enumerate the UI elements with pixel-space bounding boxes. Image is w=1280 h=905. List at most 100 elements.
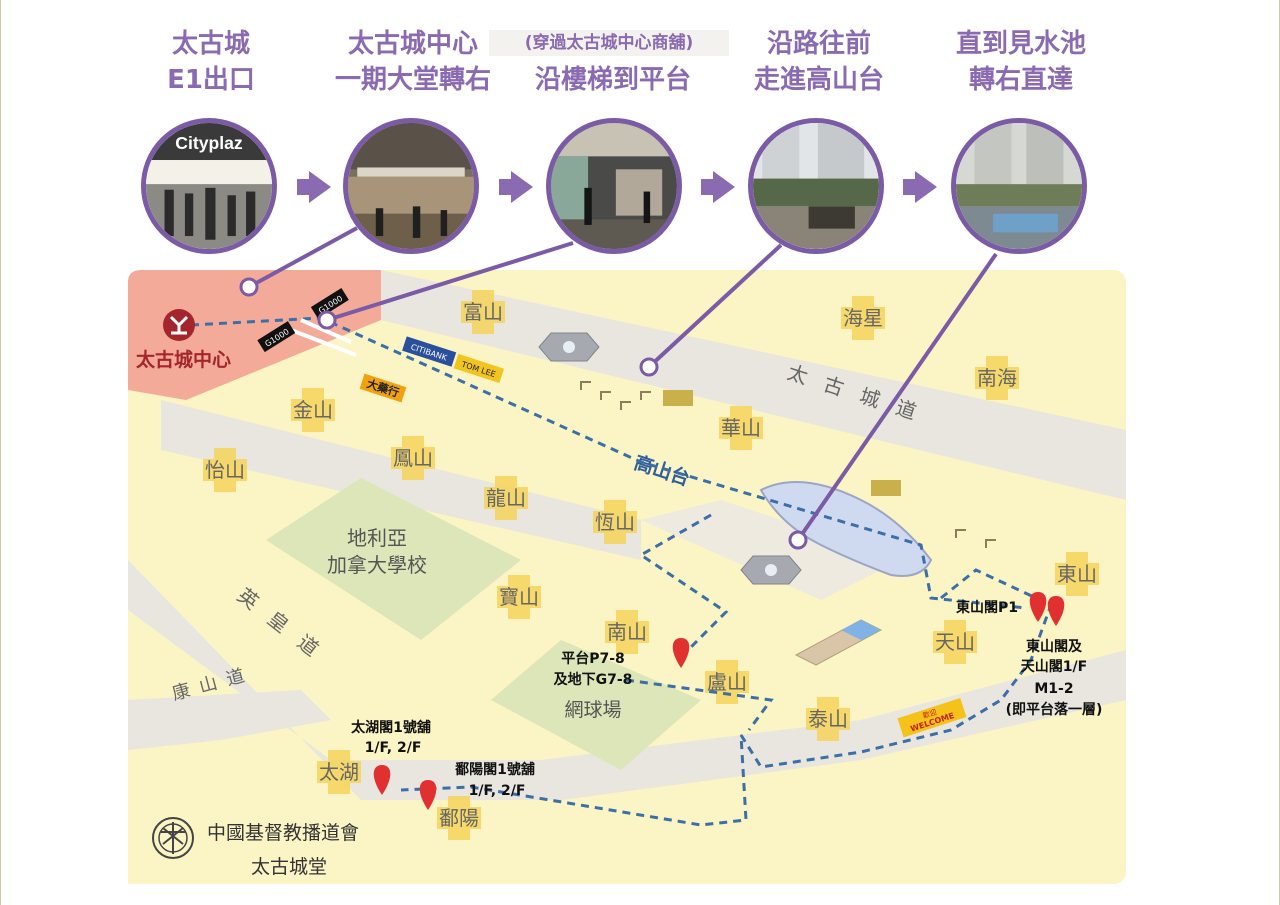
building-13: 南山	[605, 610, 649, 654]
connector-dot-1	[239, 277, 259, 297]
building-label: 恆山	[595, 510, 635, 534]
pond	[759, 481, 933, 577]
photo-step-1: Cityplaz	[141, 118, 277, 254]
school-label-1: 地利亞	[347, 526, 407, 550]
building-7: 鳳山	[391, 436, 435, 480]
building-10: 東山	[1055, 552, 1099, 596]
fountain-group	[538, 332, 802, 585]
building-2: 海星	[841, 296, 885, 340]
building-label: 金山	[293, 398, 333, 422]
step-5-line1: 直到見水池	[955, 29, 1086, 59]
photo-step-5	[951, 118, 1087, 254]
pin-label-dongshan-1: 東山閣及	[1026, 638, 1083, 655]
step-1-title: 太古城 E1出口	[151, 26, 271, 98]
step-2-title: 太古城中心 一期大堂轉右	[313, 26, 513, 98]
pin-label-poyang-2: 1/F, 2/F	[469, 783, 526, 799]
building-1: 富山	[461, 290, 505, 334]
tennis-label: 網球場	[564, 699, 621, 721]
building-label: 鳳山	[393, 446, 433, 470]
church-sub: 太古城堂	[251, 856, 328, 878]
pin-label-dongshan-2: 天山閣1/F	[1021, 659, 1087, 675]
building-6: 怡山	[203, 448, 247, 492]
building-15: 泰山	[806, 697, 850, 741]
pin-1-icon	[1029, 592, 1047, 622]
road-kangshan	[128, 690, 331, 750]
tennis-lawn	[491, 640, 701, 770]
road-upper	[161, 400, 641, 560]
pin-label-podium-1: 平台P7-8	[561, 650, 625, 667]
building-label: 南海	[977, 366, 1017, 390]
photo-step-2	[343, 118, 479, 254]
building-9: 恆山	[593, 500, 637, 544]
pin-3-icon	[672, 638, 690, 668]
building-3: 南海	[975, 356, 1019, 400]
step-4-line2: 走進高山台	[753, 65, 884, 95]
pin-4-icon	[373, 765, 391, 795]
step-2-line2: 一期大堂轉右	[334, 65, 491, 95]
step-2-note: (穿過太古城中心商舖)	[489, 30, 729, 56]
pin-label-taihu-1: 太湖閣1號舖	[351, 719, 431, 736]
step-arrow-3	[701, 171, 735, 203]
pin-label-dongshan-p1: 東山閣P1	[956, 599, 1018, 616]
building-label: 鄱陽	[439, 806, 479, 830]
step-arrow-2	[499, 171, 533, 203]
step-arrow-4	[903, 171, 937, 203]
step-2-line1: 太古城中心	[347, 29, 478, 59]
step-5-line2: 轉右直達	[968, 65, 1073, 95]
church-logo-icon	[152, 817, 194, 859]
svg-text:Cityplaz: Cityplaz	[175, 133, 243, 153]
fountain-1	[538, 332, 600, 362]
connector-dot-4	[788, 530, 808, 550]
location-pins	[373, 592, 1065, 810]
building-16: 太湖	[317, 750, 361, 794]
welcome-sign: 歡迎 WELCOME	[897, 697, 967, 738]
step-1-line1: 太古城	[171, 29, 250, 59]
building-label: 華山	[721, 416, 761, 440]
road-taikoo-city	[381, 270, 1126, 500]
building-label: 泰山	[808, 707, 848, 731]
pin-2-icon	[1047, 596, 1065, 626]
mtr-zone	[128, 270, 381, 400]
photo-step-4	[748, 118, 884, 254]
building-label: 盧山	[707, 670, 747, 694]
building-17: 鄱陽	[437, 796, 481, 840]
building-label: 天山	[935, 630, 975, 654]
school-lawn	[266, 478, 521, 640]
pin-label-taihu-2: 1/F, 2/F	[365, 740, 422, 756]
school-label-2: 加拿大學校	[327, 553, 427, 577]
road-kings	[128, 560, 1126, 800]
church-name: 中國基督教播道會	[207, 822, 360, 844]
pin-label-dongshan-4: (即平台落一層)	[1006, 701, 1103, 718]
stairs-markers	[580, 381, 996, 548]
step-5-title: 直到見水池 轉右直達	[931, 26, 1111, 98]
building-label: 南山	[607, 620, 647, 644]
step-arrow-1	[297, 171, 331, 203]
building-12: 天山	[933, 620, 977, 664]
building-4: 金山	[291, 388, 335, 432]
step-1-line2: E1出口	[167, 65, 255, 95]
pin-label-podium-2: 及地下G7-8	[554, 671, 633, 688]
pin-label-poyang-1: 鄱陽閣1號舖	[454, 761, 535, 778]
building-label: 龍山	[486, 486, 526, 510]
step-4-line1: 沿路往前	[766, 29, 871, 59]
pin-label-dongshan-3: M1-2	[1034, 681, 1073, 697]
building-5: 華山	[719, 406, 763, 450]
fountain-2	[740, 555, 802, 585]
building-label: 海星	[843, 306, 883, 330]
building-11: 寶山	[497, 575, 541, 619]
photo-step-3	[546, 118, 682, 254]
building-label: 太湖	[319, 760, 359, 784]
svg-text:歡迎: 歡迎	[922, 707, 938, 720]
building-label: 富山	[463, 300, 503, 324]
building-label: 東山	[1057, 562, 1097, 586]
pin-5-icon	[419, 780, 437, 810]
station-label: 太古城中心	[136, 348, 231, 371]
step-3-title: 沿樓梯到平台	[513, 62, 713, 98]
building-8: 龍山	[484, 476, 528, 520]
connector-dot-2	[317, 310, 337, 330]
building-label: 寶山	[499, 585, 539, 609]
step-3-line2: 沿樓梯到平台	[534, 65, 691, 95]
building-label: 怡山	[205, 458, 245, 482]
